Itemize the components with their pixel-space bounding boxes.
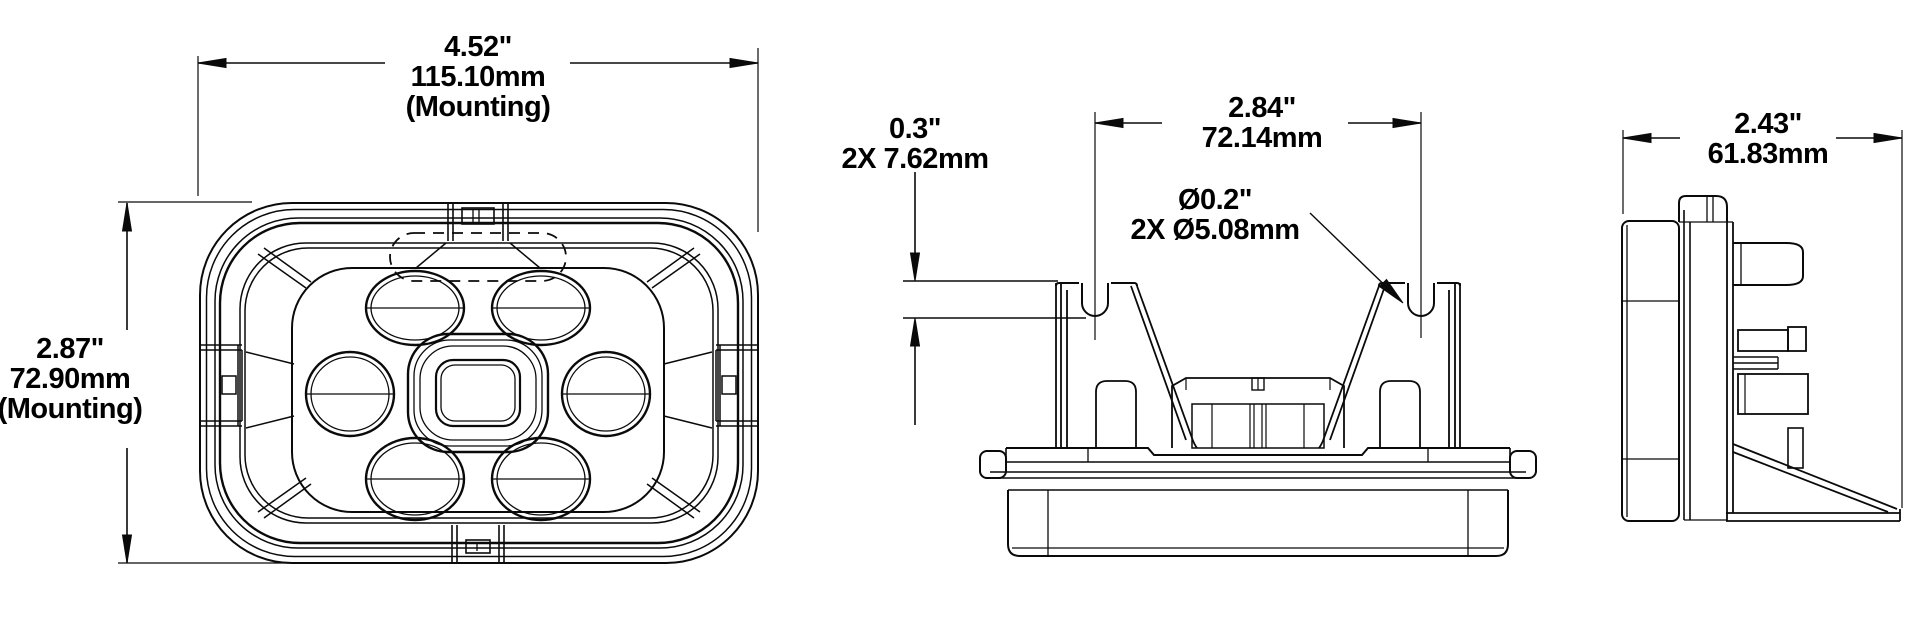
- front-height-inches: 2.87": [36, 333, 104, 365]
- dimension-linework: [118, 48, 1903, 564]
- hole-diameter-inches: Ø0.2": [1177, 184, 1253, 216]
- depth-inches: 2.43": [1734, 108, 1802, 140]
- rear-flange: [979, 447, 1537, 491]
- hole-diameter-leader: [1309, 212, 1404, 304]
- slot-depth-mm: 2X 7.62mm: [841, 143, 989, 175]
- slot-spacing-inches: 2.84": [1228, 92, 1296, 124]
- slot-spacing-dimension: [1094, 112, 1422, 340]
- front-bottom-tab: [451, 525, 505, 562]
- side-lens: [1621, 220, 1680, 522]
- front-top-tab: [447, 204, 509, 241]
- front-width-note: (Mounting): [405, 91, 551, 123]
- front-left-clip: [200, 344, 243, 427]
- front-width-mm: 115.10mm: [410, 61, 546, 93]
- rear-view-drawing: [979, 282, 1537, 557]
- side-mounting-post: [1733, 242, 1804, 286]
- front-width-dimension: [197, 48, 759, 232]
- slot-depth-dimension: [903, 172, 1086, 425]
- front-outer-outline: [199, 202, 759, 564]
- slot-spacing-mm: 72.14mm: [1201, 122, 1323, 154]
- front-view-drawing: [199, 202, 759, 564]
- front-height-label: 2.87" 72.90mm (Mounting): [0, 334, 145, 424]
- side-view-drawing: [1621, 195, 1901, 522]
- led-lens-ellipses: [304, 269, 652, 522]
- side-housing: [1678, 195, 1734, 521]
- hole-diameter-mm: 2X Ø5.08mm: [1130, 214, 1300, 246]
- reflector-spokes: [245, 242, 713, 519]
- front-height-note: (Mounting): [0, 393, 143, 425]
- slot-spacing-label: 2.84" 72.14mm: [1152, 93, 1372, 153]
- hole-diameter-label: Ø0.2" 2X Ø5.08mm: [1095, 185, 1335, 245]
- hidden-feature-dashed: [389, 232, 567, 282]
- depth-mm: 61.83mm: [1707, 138, 1829, 170]
- side-bracket: [1726, 443, 1901, 522]
- right-mounting-post: [1318, 282, 1461, 449]
- left-mounting-post: [1055, 282, 1198, 449]
- front-width-inches: 4.52": [444, 31, 512, 63]
- rear-connector: [1171, 377, 1345, 449]
- front-height-mm: 72.90mm: [9, 363, 131, 395]
- center-module: [406, 332, 550, 454]
- front-lens-face: [291, 267, 665, 513]
- slot-depth-label: 0.3" 2X 7.62mm: [805, 114, 1025, 174]
- slot-depth-inches: 0.3": [888, 113, 942, 145]
- rear-housing: [1007, 490, 1509, 557]
- depth-label: 2.43" 61.83mm: [1658, 109, 1878, 169]
- side-connector: [1733, 326, 1809, 469]
- front-height-dimension: [118, 201, 322, 564]
- depth-dimension: [1622, 130, 1903, 508]
- front-right-clip: [715, 344, 758, 427]
- front-width-label: 4.52" 115.10mm (Mounting): [358, 32, 598, 122]
